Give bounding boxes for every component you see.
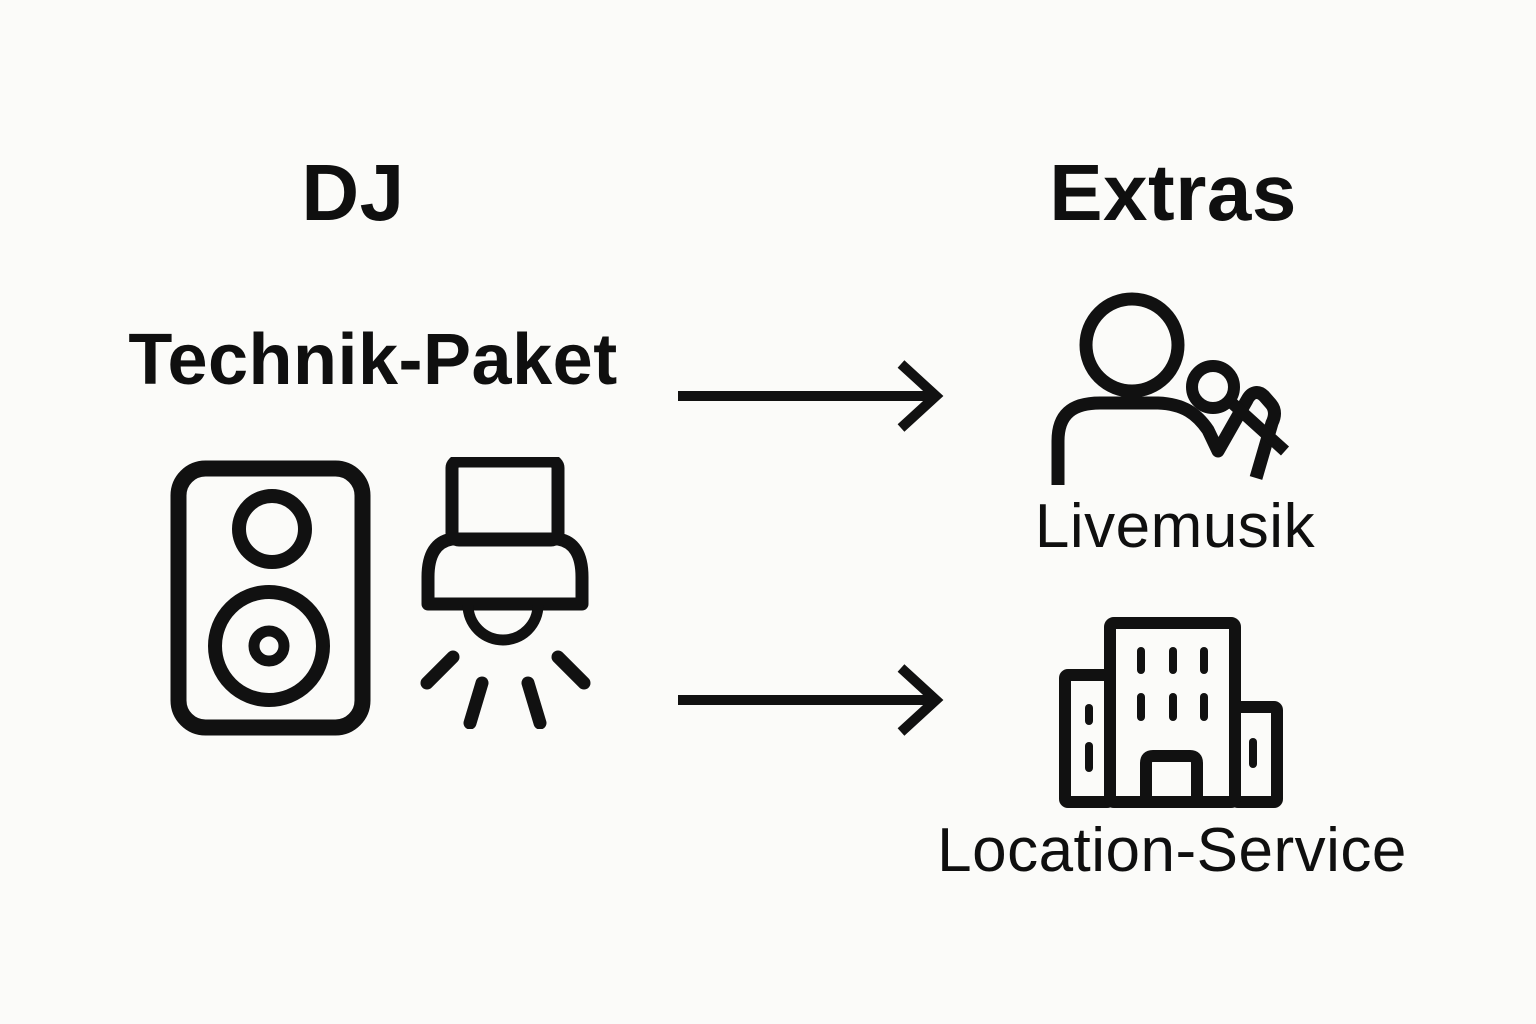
livemusik-label: Livemusik — [1034, 492, 1316, 561]
speaker-icon — [170, 460, 371, 736]
location-service-label: Location-Service — [937, 816, 1407, 885]
building-icon — [1058, 616, 1284, 812]
left-column-title: DJ — [301, 148, 405, 237]
singer-microphone-icon — [1048, 281, 1293, 493]
technik-paket-label: Technik-Paket — [128, 320, 618, 400]
arrow-technik-to-livemusik — [675, 354, 950, 438]
right-column-title: Extras — [1049, 148, 1297, 237]
stage-light-icon — [419, 457, 591, 729]
arrow-technik-to-location — [675, 658, 950, 742]
